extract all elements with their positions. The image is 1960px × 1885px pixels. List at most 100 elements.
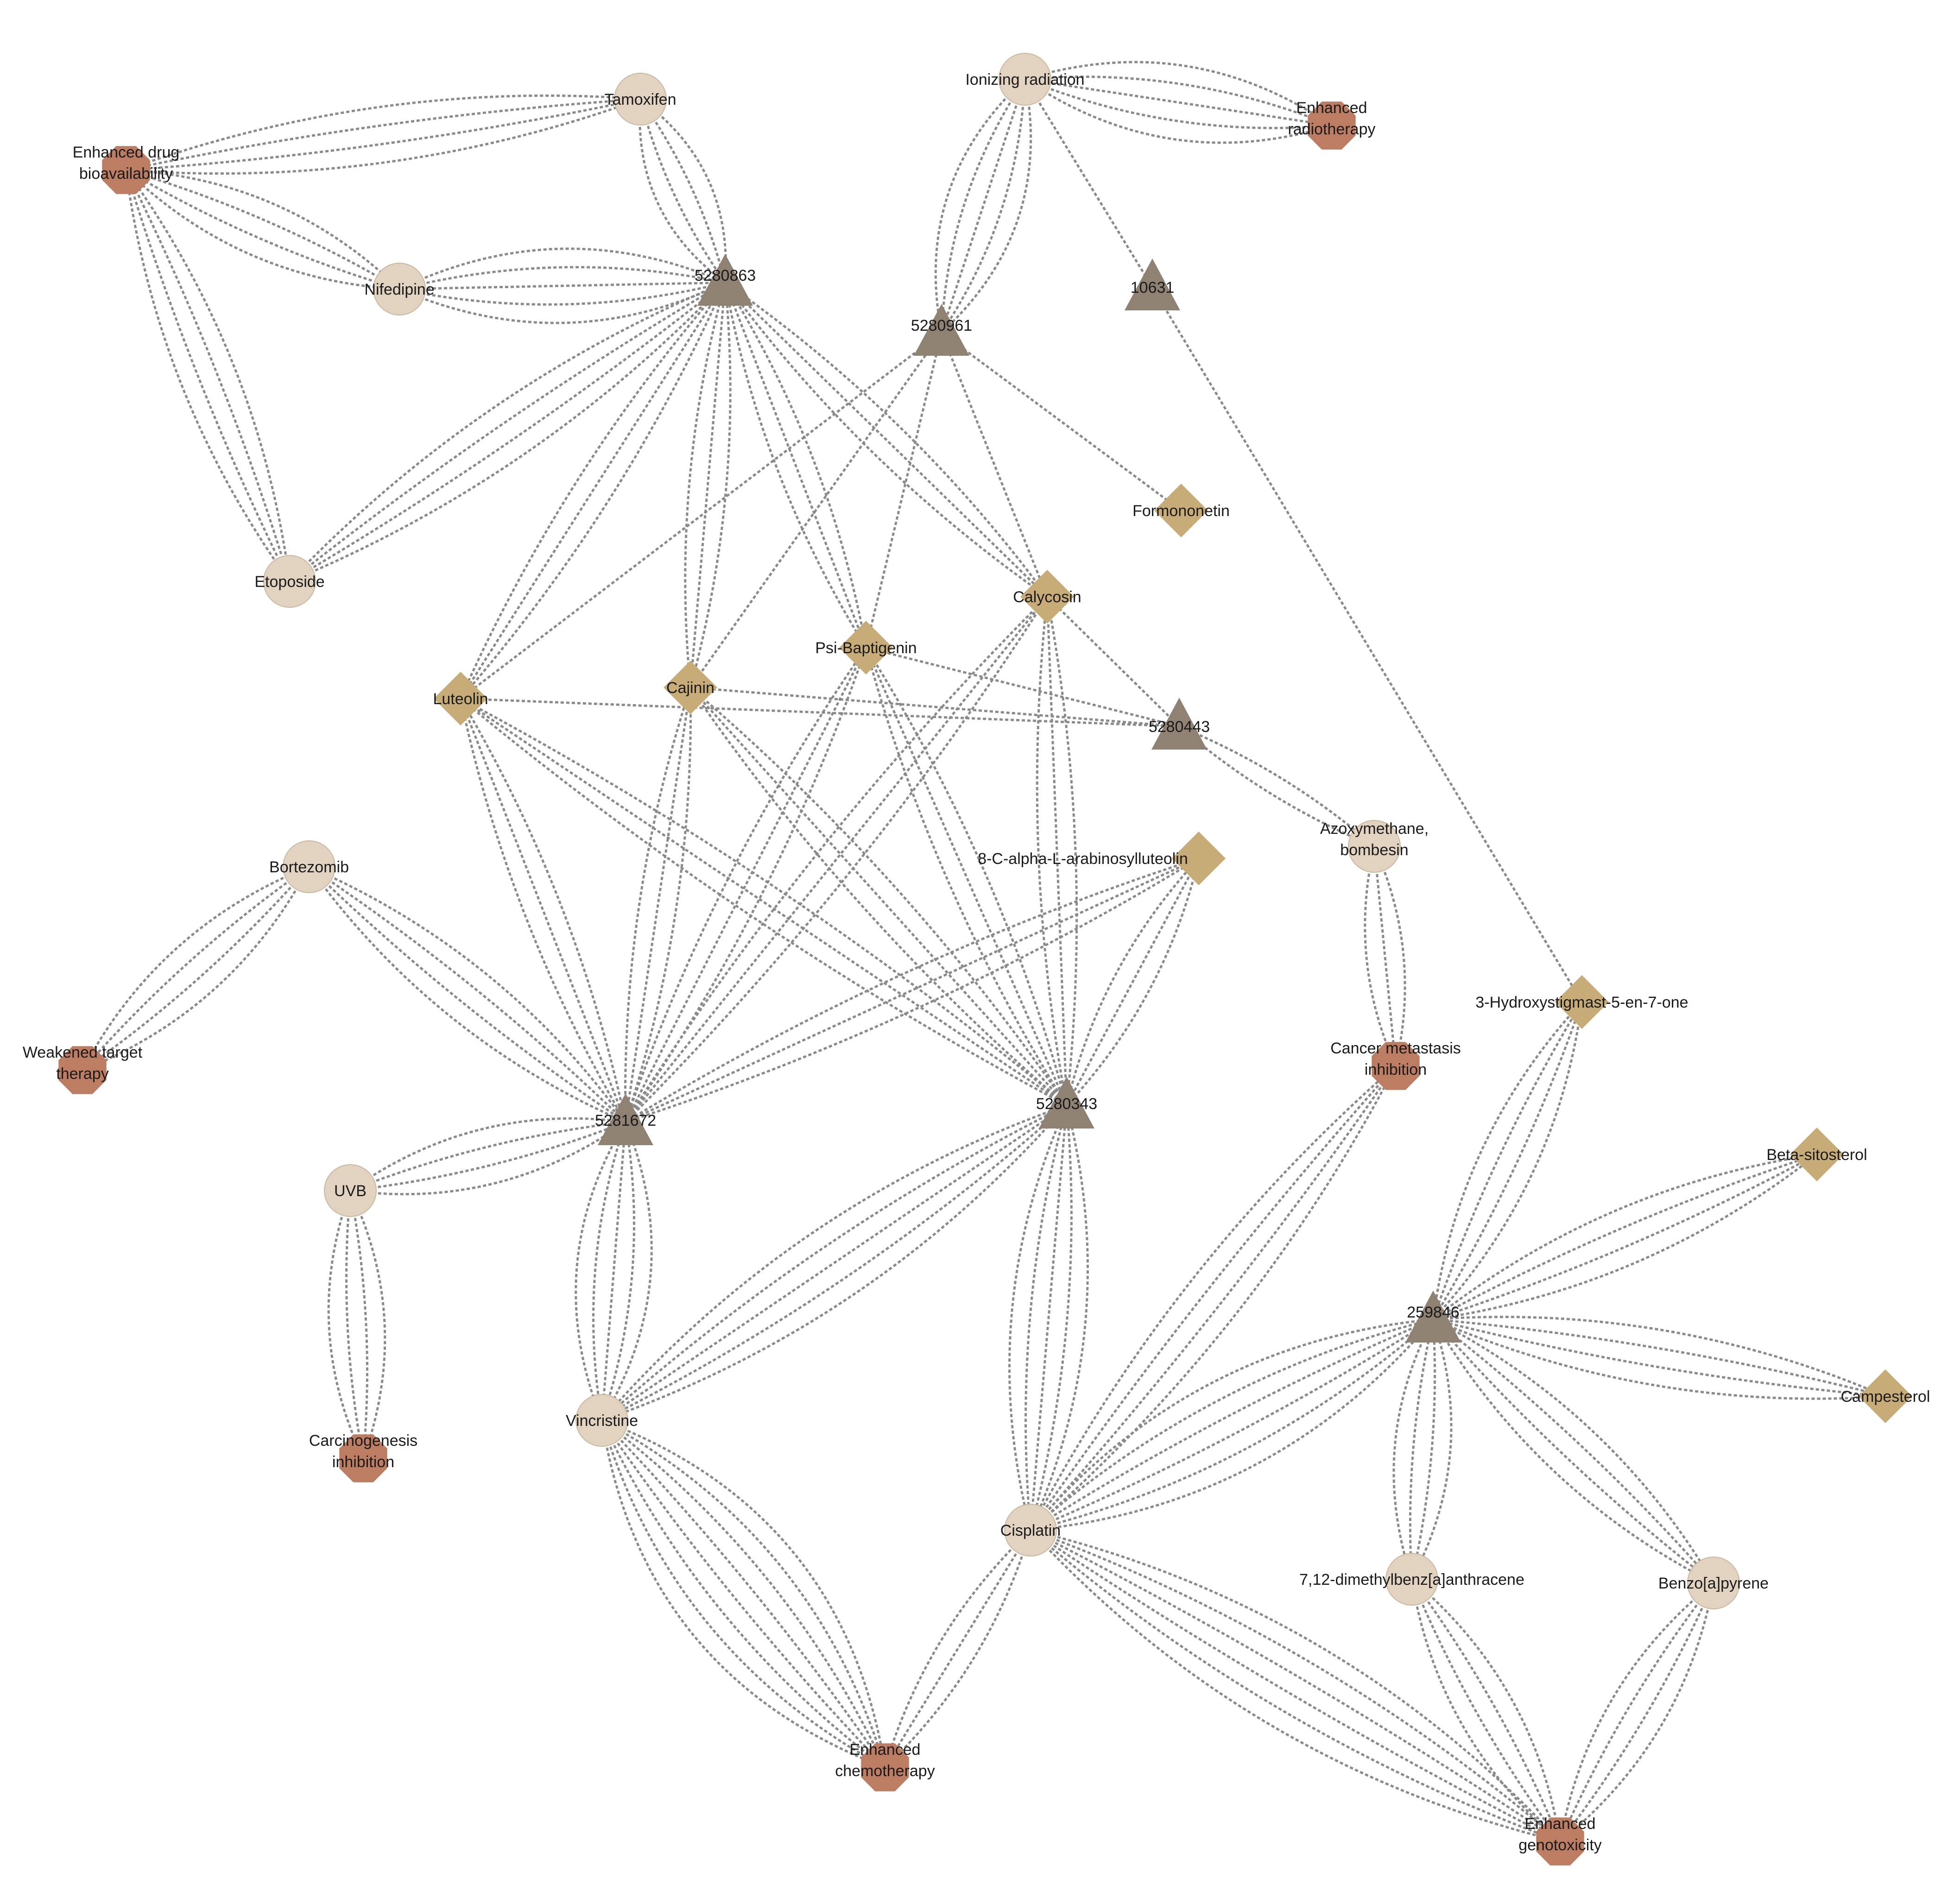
diamond-icon <box>1555 975 1609 1029</box>
node-c5280863: 5280863 <box>695 254 756 306</box>
edge-line <box>1364 846 1397 1067</box>
edge-line <box>724 282 867 648</box>
edge-line <box>82 866 310 1072</box>
edge-line <box>639 98 727 283</box>
edge-line <box>934 78 1026 333</box>
edge-ionizing-c5280961 <box>934 78 1032 334</box>
edge-line <box>1559 1582 1715 1842</box>
edge-line <box>345 1190 365 1459</box>
edge-line <box>399 281 726 324</box>
diamond-icon <box>1172 832 1226 885</box>
edge-c5280863-luteolin <box>459 282 727 700</box>
edge-line <box>724 282 867 649</box>
node-formononetin: Formononetin <box>1132 484 1230 537</box>
circle-icon <box>614 73 667 126</box>
edge-vincristine-enh_chemo <box>601 1419 886 1769</box>
edge-line <box>1036 596 1068 1106</box>
edge-line <box>1030 1318 1434 1532</box>
edge-line <box>460 332 942 700</box>
octagon-icon <box>1372 1042 1420 1090</box>
edge-dmba-enh_geno <box>1410 1578 1562 1842</box>
octagon-icon <box>1536 1817 1584 1866</box>
edge-line <box>639 99 726 284</box>
node-label: bombesin <box>1340 841 1408 859</box>
node-nifedipine: Nifedipine <box>364 263 435 315</box>
edge-line <box>1024 78 1332 144</box>
edge-bortezomib-c5281672 <box>308 865 627 1123</box>
edge-uvb-c5281672 <box>349 1117 626 1196</box>
triangle-icon <box>1039 1077 1094 1128</box>
node-label: bioavailability <box>79 165 173 183</box>
circle-icon <box>373 263 426 315</box>
edge-line <box>1066 858 1200 1106</box>
edge-line <box>1065 857 1200 1106</box>
edge-line <box>601 1420 885 1769</box>
edge-line <box>1410 1579 1562 1842</box>
edge-line <box>126 169 400 290</box>
edge-c5281672-cajinin <box>624 687 692 1122</box>
node-label: Weakened target <box>23 1044 143 1061</box>
edge-line <box>1029 1105 1089 1531</box>
edge-line <box>601 1104 1067 1421</box>
node-benzo: Benzo[a]pyrene <box>1658 1557 1769 1609</box>
edge-c259846-benzo <box>1432 1318 1715 1584</box>
node-calycosin: Calycosin <box>1013 570 1081 624</box>
edge-line <box>639 98 727 283</box>
node-label: Enhanced <box>849 1741 920 1759</box>
edge-line <box>601 1104 1068 1422</box>
edge-ionizing-c10631 <box>1024 78 1154 288</box>
edge-psi-c5280443 <box>866 646 1180 728</box>
edge-line <box>940 332 1049 597</box>
edge-enh_bio-nifedipine <box>125 169 400 290</box>
edge-line <box>460 697 1180 728</box>
edge-line <box>601 1104 1068 1422</box>
edge-line <box>1030 1318 1434 1532</box>
edge-line <box>1559 1582 1715 1842</box>
node-ionizing: Ionizing radiation <box>965 53 1085 106</box>
edge-line <box>1030 1318 1434 1532</box>
edge-line <box>1029 1105 1068 1531</box>
edge-line <box>459 698 627 1122</box>
edge-tamoxifen-c5280863 <box>639 98 727 284</box>
edge-line <box>349 1190 386 1459</box>
edge-c259846-campesterol <box>1433 1316 1886 1400</box>
edge-c5281672-calycosin <box>624 596 1049 1123</box>
edge-line <box>125 169 400 290</box>
edge-line <box>1410 1579 1561 1842</box>
edge-line <box>1432 1153 1817 1320</box>
triangle-icon <box>914 304 969 356</box>
edge-line <box>601 1122 627 1421</box>
edge-line <box>689 332 943 688</box>
edge-line <box>1432 1318 1714 1584</box>
edge-layer <box>81 61 1886 1843</box>
edge-line <box>865 647 1068 1106</box>
node-betasito: Beta-sitosterol <box>1766 1128 1867 1181</box>
edge-c5280863-cajinin <box>684 282 732 688</box>
circle-icon <box>999 53 1051 106</box>
edge-line <box>575 1121 627 1421</box>
circle-icon <box>1385 1553 1438 1606</box>
edge-line <box>601 1419 886 1768</box>
edge-line <box>601 1419 886 1768</box>
edge-line <box>1029 1105 1073 1531</box>
node-label: Cancer metastasis <box>1330 1040 1461 1057</box>
edge-line <box>724 282 1048 598</box>
edge-line <box>884 1529 1031 1768</box>
node-label: Calycosin <box>1013 588 1081 606</box>
octagon-icon <box>58 1046 107 1094</box>
node-dmba: 7,12-dimethylbenz[a]anthracene <box>1299 1553 1524 1606</box>
edge-line <box>308 866 626 1123</box>
node-label: Ionizing radiation <box>965 71 1084 88</box>
triangle-icon <box>1405 1291 1461 1343</box>
node-label: inhibition <box>332 1453 394 1471</box>
edge-line <box>1030 1529 1561 1842</box>
edge-line <box>601 1122 653 1421</box>
edge-line <box>601 1420 886 1769</box>
edge-line <box>624 647 867 1122</box>
edge-line <box>1046 596 1068 1106</box>
octagon-icon <box>339 1434 387 1482</box>
edge-line <box>1432 1318 1714 1584</box>
edge-line <box>289 282 726 583</box>
edge-line <box>1024 61 1333 127</box>
edge-line <box>724 282 1048 598</box>
